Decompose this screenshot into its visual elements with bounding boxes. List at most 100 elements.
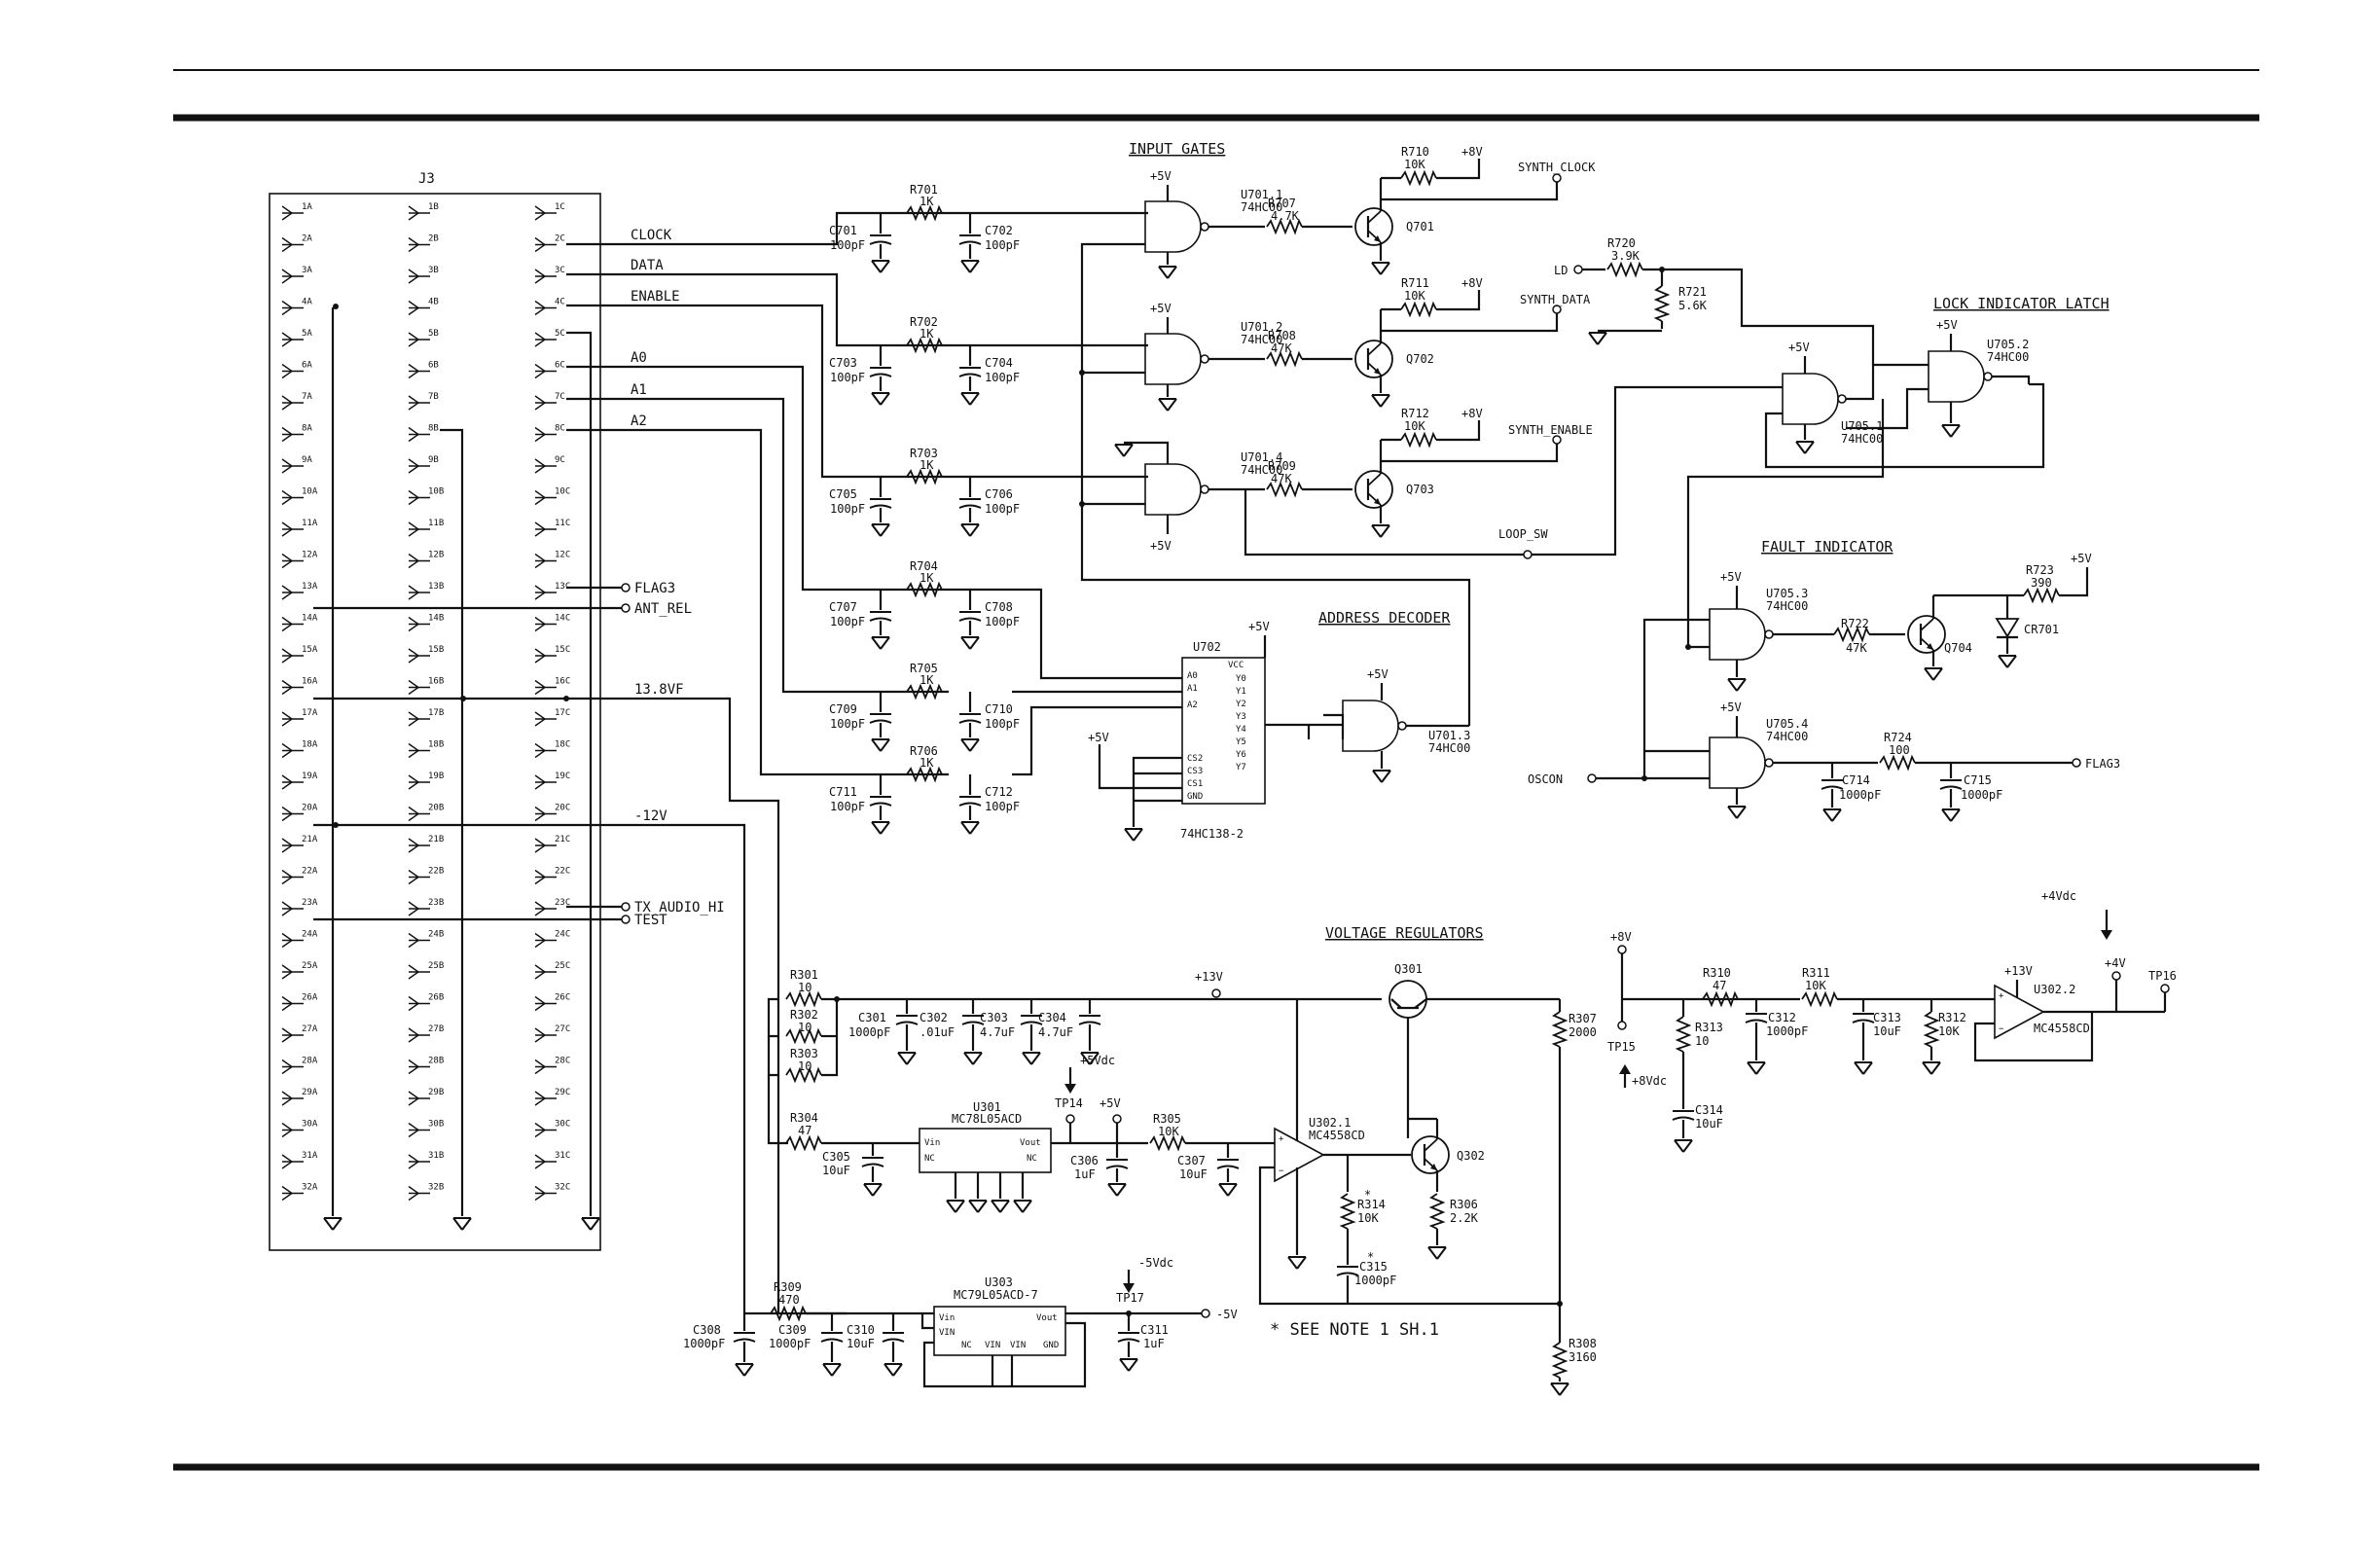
label-r703: R703 (910, 447, 938, 460)
ground-symbol (1854, 1061, 1873, 1075)
pin-y7: Y7 (1236, 763, 1246, 772)
label-r720: R720 (1607, 236, 1636, 250)
connector-pin (281, 300, 305, 316)
connector-pin (281, 1059, 305, 1075)
pin-cs1: CS1 (1187, 779, 1203, 789)
label-c311: C311 (1140, 1323, 1169, 1337)
connector-pin-label: 4B (428, 298, 439, 307)
net-flag3: FLAG3 (634, 581, 675, 596)
connector-pin-label: 6A (302, 361, 312, 371)
label-r701: R701 (910, 183, 938, 197)
connector-pin-label: 20B (428, 804, 444, 813)
ground-symbol (1747, 1061, 1766, 1075)
pin-a0: A0 (1187, 671, 1198, 681)
connector-pin-label: 10A (302, 487, 318, 497)
connector-pin-label: 32A (302, 1183, 318, 1193)
label-r711-value: 10K (1404, 289, 1425, 303)
ground-symbol (1013, 1200, 1032, 1213)
label-u702-type: 74HC138-2 (1180, 827, 1244, 841)
net-synth-clock: SYNTH_CLOCK (1518, 161, 1596, 174)
connector-pin (281, 806, 305, 822)
connector-pin (534, 806, 558, 822)
connector-pin (408, 806, 431, 822)
ground-symbol (1371, 394, 1390, 408)
connector-pin-label: 6B (428, 361, 439, 371)
resistor-symbol (785, 992, 822, 1006)
capacitor-symbol (869, 234, 892, 245)
label-c313: C313 (1873, 1011, 1901, 1024)
connector-pin (408, 711, 431, 727)
connector-pin-label: 7A (302, 392, 312, 402)
connector-pin (281, 426, 305, 443)
label-r313: R313 (1695, 1021, 1723, 1034)
label-c702-value: 100pF (985, 238, 1020, 252)
transistor-q703 (1353, 469, 1394, 510)
label-u701-4-supply: +5V (1150, 539, 1172, 553)
pin-vin2-u303: VIN (939, 1328, 955, 1338)
label-c312-value: 1000pF (1766, 1024, 1808, 1038)
ground-symbol (452, 1217, 472, 1231)
connector-pin (534, 1027, 558, 1043)
label-c312: C312 (1768, 1011, 1796, 1024)
connector-pin (408, 1185, 431, 1202)
label-c702: C702 (985, 224, 1013, 237)
label-r301: R301 (790, 968, 818, 982)
label-u705-2: U705.2 (1987, 338, 2029, 351)
gate-u701-3 (1342, 700, 1399, 752)
label-plus8v-q703: +8V (1461, 407, 1483, 420)
label-r309-value: 470 (778, 1293, 800, 1307)
label-plus5v-r305: +5V (1100, 1096, 1121, 1110)
label-r724: R724 (1884, 731, 1912, 744)
connector-pin-label: 29B (428, 1088, 444, 1097)
label-r305-value: 10K (1158, 1125, 1179, 1138)
label-tp17: TP17 (1116, 1291, 1144, 1305)
label-u302-1-type: MC4558CD (1309, 1129, 1365, 1142)
label-plus4vdc: +4Vdc (2041, 889, 2076, 903)
label-u301-type: MC78L05ACD (952, 1112, 1022, 1126)
ground-symbol (1588, 332, 1607, 345)
label-c310: C310 (847, 1323, 875, 1337)
label-u302-2: U302.2 (2034, 983, 2075, 996)
ground-symbol (960, 260, 980, 273)
ground-symbol (1287, 1256, 1307, 1270)
pin-y2: Y2 (1236, 700, 1246, 709)
ground-symbol (871, 260, 890, 273)
regulator-u303 (933, 1306, 1066, 1356)
connector-pin (534, 1154, 558, 1169)
label-u705-4: U705.4 (1766, 717, 1808, 731)
ground-symbol (1124, 828, 1143, 842)
label-c704-value: 100pF (985, 371, 1020, 384)
mark-r314: * (1364, 1188, 1371, 1202)
connector-pin-label: 5B (428, 329, 439, 339)
label-r309: R309 (774, 1280, 802, 1294)
ground-symbol (1941, 808, 1961, 822)
pin-y0: Y0 (1236, 674, 1246, 684)
connector-pin (408, 332, 431, 347)
pin-minus-u302-2: − (1999, 1024, 2004, 1034)
connector-pin (408, 838, 431, 853)
connector-pin-label: 23C (555, 898, 570, 908)
connector-pin-label: 13C (555, 582, 570, 592)
label-r307: R307 (1569, 1012, 1597, 1025)
label-q702: Q702 (1406, 352, 1434, 366)
label-q704: Q704 (1944, 641, 1972, 655)
connector-pin-label: 7B (428, 392, 439, 402)
connector-pin-label: 3A (302, 266, 312, 275)
ground-symbol (1158, 398, 1177, 412)
connector-pin (408, 1091, 431, 1106)
connector-pin (534, 995, 558, 1012)
label-r724-value: 100 (1889, 743, 1910, 757)
connector-pin (534, 521, 558, 537)
net-loop-sw: LOOP_SW (1498, 527, 1548, 541)
label-r304: R304 (790, 1111, 818, 1125)
connector-pin-label: 27B (428, 1024, 444, 1034)
capacitor-symbol (869, 367, 892, 377)
connector-pin-label: 14B (428, 614, 444, 624)
capacitor-symbol (958, 713, 982, 724)
connector-pin (408, 648, 431, 664)
pin-vout-u301: Vout (1020, 1138, 1041, 1148)
capacitor-symbol (733, 1332, 756, 1343)
label-c303-value: 4.7uF (980, 1025, 1015, 1039)
ground-symbol (1427, 1246, 1447, 1260)
